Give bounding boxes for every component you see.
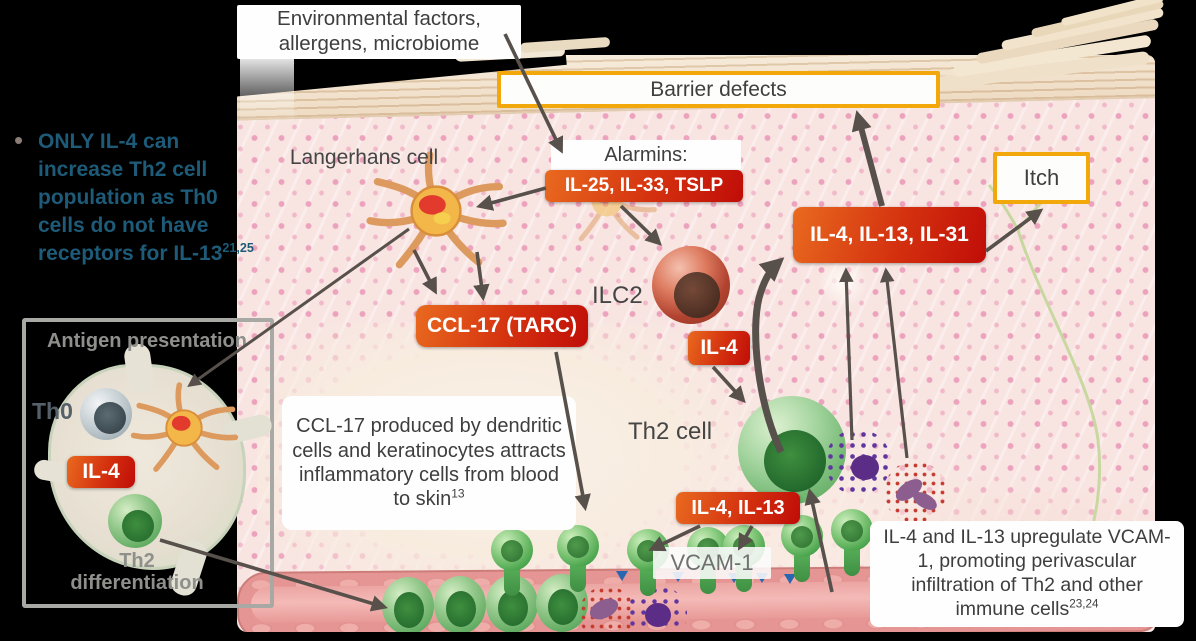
il4-il13-box: IL-4, IL-13 xyxy=(676,492,800,524)
ccl17-note-text: CCL-17 produced by dendritic cells and k… xyxy=(292,415,566,511)
ilc2-label: ILC2 xyxy=(592,282,643,310)
vcam1-molecule-icon xyxy=(784,574,796,584)
transmigrating-cell-core xyxy=(567,536,589,558)
barrier-defects-text: Barrier defects xyxy=(650,77,787,101)
th2-cell-label-text: Th2 cell xyxy=(628,418,713,445)
alarmins-title-text: Alarmins: xyxy=(604,143,688,166)
ccl17-note-superscript: 13 xyxy=(451,486,465,501)
ccl17-text: CCL-17 (TARC) xyxy=(426,314,578,337)
ilc2-nucleus xyxy=(674,272,720,318)
vcam1-label-text: VCAM-1 xyxy=(670,550,754,575)
th2-cell-nucleus xyxy=(548,589,578,625)
ccl17-note-box: CCL-17 produced by dendritic cells and k… xyxy=(282,396,576,530)
itch-text: Itch xyxy=(1023,165,1060,190)
alarmins-title-box: Alarmins: xyxy=(551,140,741,170)
th0-label-text: Th0 xyxy=(32,398,73,424)
side-note-superscript: 21,25 xyxy=(222,241,254,255)
inset-title: Antigen presentation xyxy=(42,330,252,353)
ccl17-box: CCL-17 (TARC) xyxy=(416,305,588,347)
th2-cell-nucleus xyxy=(764,430,826,492)
alarmins-cytokines-box: IL-25, IL-33, TSLP xyxy=(545,170,743,202)
env-factors-text: Environmental factors, allergens, microb… xyxy=(277,7,481,55)
dendritic-cell-illustration xyxy=(130,382,239,472)
inset-il4-text: IL-4 xyxy=(82,460,120,483)
vcam-note-box: IL-4 and IL-13 upregulate VCAM-1, promot… xyxy=(870,521,1184,627)
transmigrating-cell-core xyxy=(501,540,523,562)
env-factors-glow xyxy=(240,58,294,124)
th2-cell-nucleus xyxy=(446,591,476,627)
th2-cell-nucleus xyxy=(498,590,528,626)
il4-box-text: IL-4 xyxy=(700,336,738,359)
ilc2-label-text: ILC2 xyxy=(592,282,643,309)
alarmins-cytokines-text: IL-25, IL-33, TSLP xyxy=(564,175,724,196)
il4-il13-text: IL-4, IL-13 xyxy=(691,496,785,519)
vcam1-molecule-icon xyxy=(616,571,628,581)
transmigrating-cell-core xyxy=(841,520,863,542)
il4-box: IL-4 xyxy=(688,331,750,365)
il4-il13-il31-box: IL-4, IL-13, IL-31 xyxy=(793,207,986,263)
vcam-note-superscript: 23,24 xyxy=(1069,597,1099,611)
langerhans-label-text: Langerhans cell xyxy=(289,146,439,169)
vcam1-label: VCAM-1 xyxy=(653,547,771,579)
basophil-nucleus xyxy=(851,455,879,480)
inset-th2-nucleus xyxy=(122,510,154,542)
th2-cell-nucleus xyxy=(394,592,424,628)
side-note-text: ONLY IL-4 can increase Th2 cell populati… xyxy=(38,128,258,268)
inset-caption-text: Th2 differentiation xyxy=(70,550,204,595)
side-note-body: ONLY IL-4 can increase Th2 cell populati… xyxy=(38,130,223,265)
th2-cell-label: Th2 cell xyxy=(628,418,712,446)
inset-caption: Th2 differentiation xyxy=(62,550,212,595)
itch-box: Itch xyxy=(993,152,1090,204)
transmigrating-cell-core xyxy=(791,526,813,548)
th0-label: Th0 xyxy=(32,398,73,425)
inset-il4-box: IL-4 xyxy=(67,456,135,488)
langerhans-label: Langerhans cell xyxy=(288,146,440,170)
bullet-icon: • xyxy=(14,125,24,155)
basophil-nucleus xyxy=(645,603,671,627)
env-factors-box: Environmental factors, allergens, microb… xyxy=(237,5,521,59)
inset-title-text: Antigen presentation xyxy=(46,330,247,352)
vcam-note-text: IL-4 and IL-13 upregulate VCAM-1, promot… xyxy=(883,526,1171,620)
barrier-defects-box: Barrier defects xyxy=(497,71,940,108)
antigen-presentation-inset: Antigen presentation Th0 IL-4 Th2 differ… xyxy=(22,318,274,608)
side-note: • ONLY IL-4 can increase Th2 cell popula… xyxy=(8,125,260,268)
th0-cell-nucleus xyxy=(94,402,126,434)
il4-il13-il31-text: IL-4, IL-13, IL-31 xyxy=(810,223,969,246)
